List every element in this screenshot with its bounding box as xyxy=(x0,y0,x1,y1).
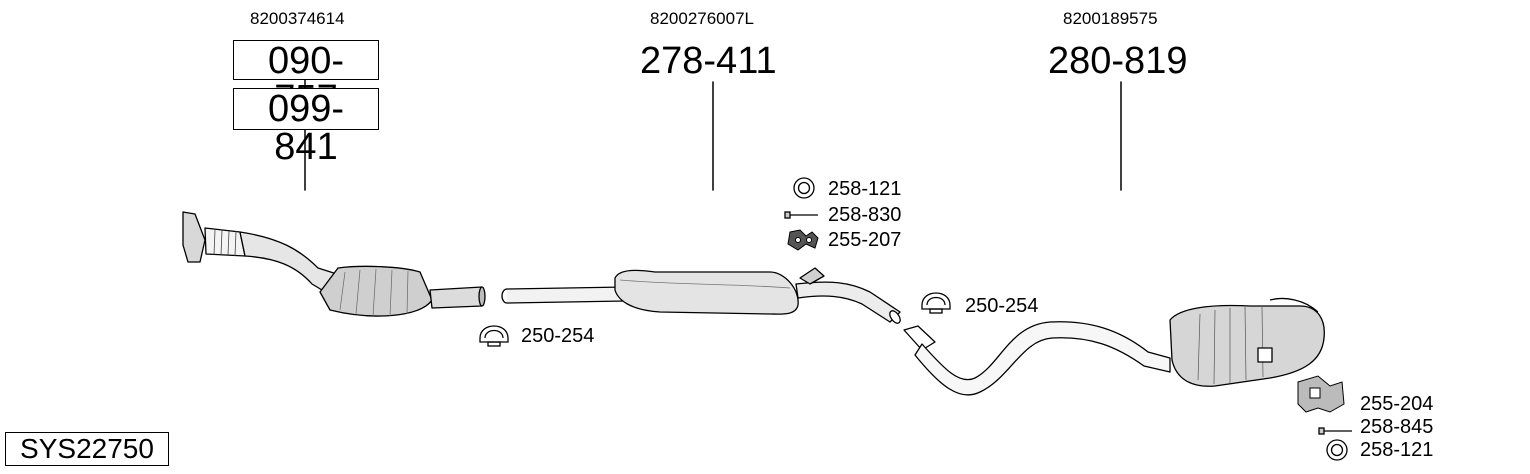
system-code-box: SYS22750 xyxy=(5,432,169,466)
accessory-label-bracket[interactable]: 255-204 xyxy=(1360,393,1434,415)
accessory-label-clamp-middle[interactable]: 250-254 xyxy=(965,295,1039,317)
accessory-label-bolt[interactable]: 258-830 xyxy=(828,204,902,226)
part-number-rear-silencer[interactable]: 280-819 xyxy=(1048,40,1188,82)
pipe-clamp-icon xyxy=(479,325,509,347)
middle-silencer-assembly xyxy=(501,267,901,324)
rubber-mount-icon xyxy=(787,229,819,251)
accessory-label-rear-bolt[interactable]: 258-845 xyxy=(1360,416,1434,438)
accessory-label-rear-ring[interactable]: 258-121 xyxy=(1360,439,1434,461)
accessory-label-clamp-front[interactable]: 250-254 xyxy=(521,325,595,347)
pipe-clamp-icon xyxy=(921,292,951,314)
part-number-box-connector[interactable]: 099-841 xyxy=(233,88,379,166)
bolt-icon xyxy=(784,211,818,219)
catalyst-assembly xyxy=(182,211,486,317)
bracket-icon xyxy=(1297,375,1345,413)
accessory-label-rubber-mount[interactable]: 255-207 xyxy=(828,229,902,251)
oe-number-catalyst: 8200374614 xyxy=(250,9,345,28)
rear-silencer-assembly xyxy=(903,297,1325,396)
part-number-box-catalyst[interactable]: 090-757 xyxy=(233,40,379,118)
part-number-middle-silencer[interactable]: 278-411 xyxy=(640,40,777,82)
bolt-icon xyxy=(1318,427,1352,435)
oe-number-rear-silencer: 8200189575 xyxy=(1063,9,1158,28)
accessory-label-ring[interactable]: 258-121 xyxy=(828,178,902,200)
gasket-ring-icon xyxy=(1326,439,1348,461)
oe-number-middle-silencer: 8200276007L xyxy=(650,9,755,28)
gasket-ring-icon xyxy=(793,177,815,199)
